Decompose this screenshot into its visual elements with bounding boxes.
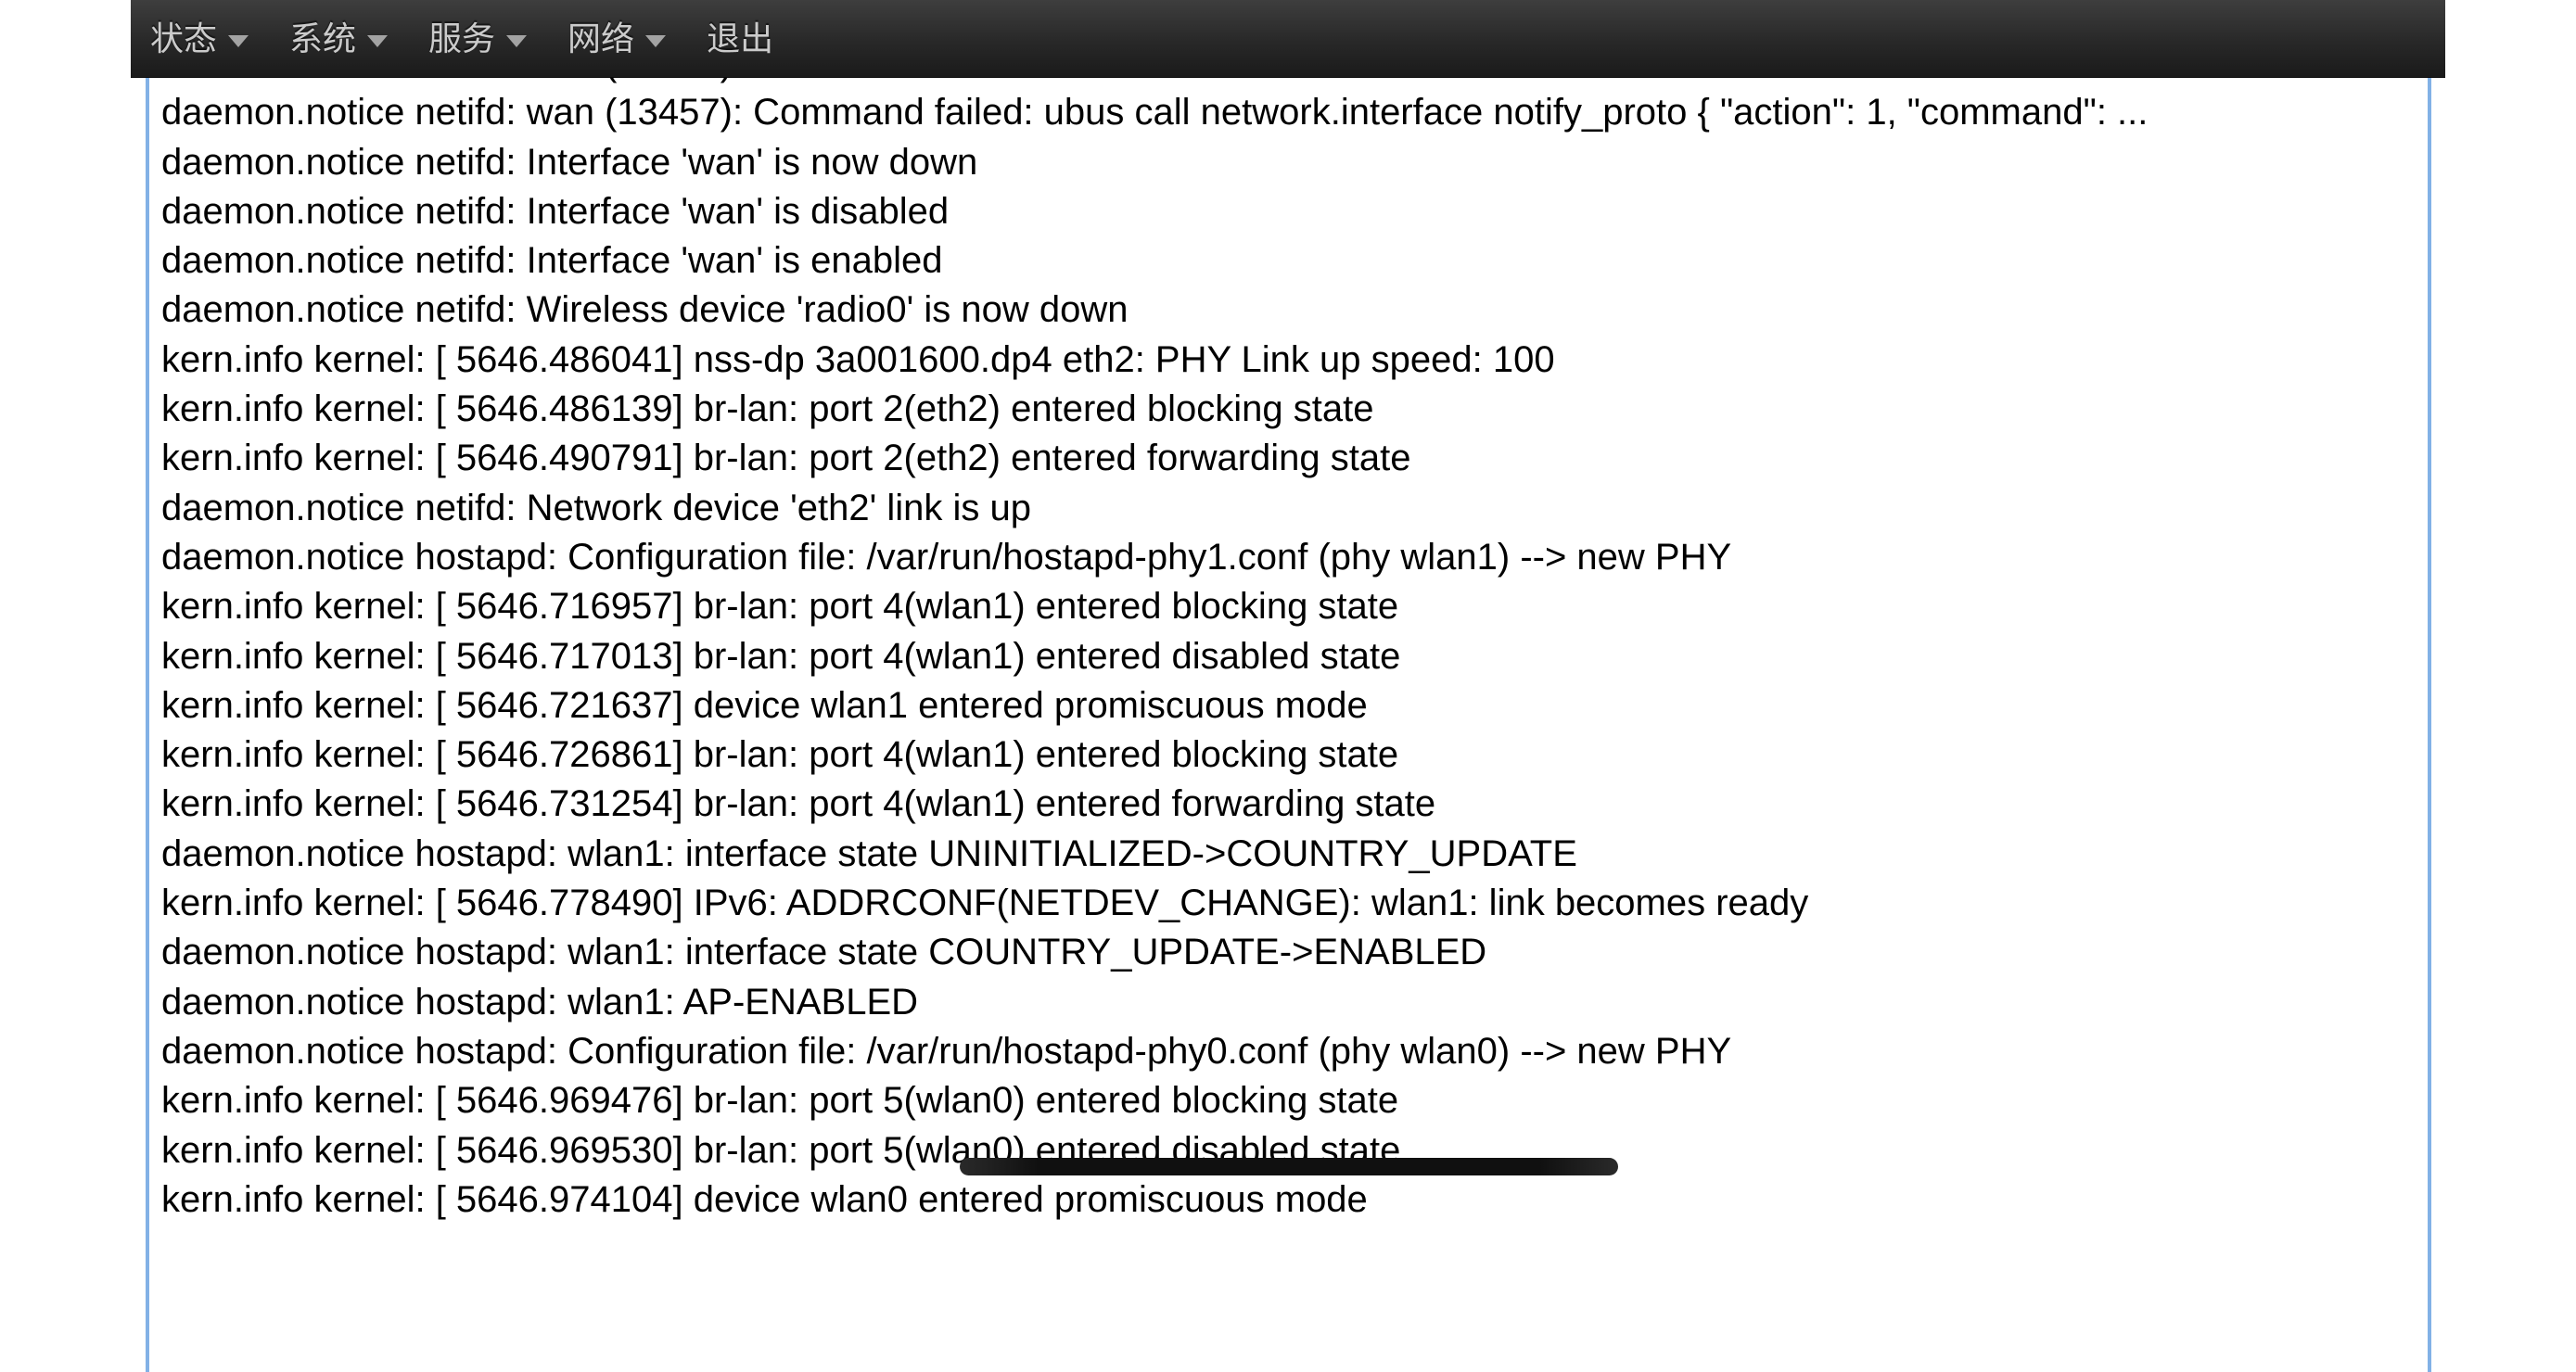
log-line: kern.info kernel: [ 5646.726861] br-lan:…: [161, 734, 1399, 776]
log-line: daemon.notice netifd: Wireless device 'r…: [161, 289, 1129, 331]
nav-item-label: 网络: [567, 19, 635, 57]
nav-item-system[interactable]: 系统: [289, 0, 389, 78]
nav-item-services[interactable]: 服务: [428, 0, 528, 78]
log-line: kern.info kernel: [ 5646.721637] device …: [161, 684, 1368, 726]
nav-item-label: 状态: [150, 19, 218, 57]
log-line: daemon.notice netifd: Interface 'wan' is…: [161, 141, 978, 183]
log-line: kern.info kernel: [ 5646.486041] nss-dp …: [161, 338, 1555, 380]
log-line: daemon.notice netifd: Network device 'et…: [161, 487, 1032, 528]
chevron-down-icon: [506, 35, 528, 47]
log-line: kern.info kernel: [ 5646.731254] br-lan:…: [161, 783, 1436, 825]
nav-item-label: 退出: [707, 19, 774, 57]
log-line: daemon.notice hostapd: Configuration fil…: [161, 536, 1732, 578]
log-line: daemon.notice netifd: Interface 'wan' is…: [161, 190, 950, 232]
log-line: daemon.notice netifd: wan (13457): Comma…: [161, 92, 2149, 133]
chevron-down-icon: [367, 35, 389, 47]
log-line: daemon.notice hostapd: wlan1: AP-ENABLED: [161, 981, 919, 1023]
log-line: daemon.notice hostapd: wlan1: interface …: [161, 932, 1487, 973]
nav-item-status[interactable]: 状态: [150, 0, 249, 78]
log-line: kern.info kernel: [ 5646.717013] br-lan:…: [161, 635, 1401, 677]
system-log-lines: daemon.notice netifd: wan (13457): Comma…: [161, 39, 2428, 1225]
nav-item-label: 服务: [428, 19, 496, 57]
navbar-items: 状态 系统 服务 网络 退出: [150, 0, 814, 78]
log-line: daemon.notice hostapd: Configuration fil…: [161, 1030, 1732, 1072]
system-log-textarea[interactable]: daemon.notice netifd: wan (13457): Comma…: [146, 0, 2431, 1372]
nav-item-network[interactable]: 网络: [567, 0, 667, 78]
log-line: kern.info kernel: [ 5646.778490] IPv6: A…: [161, 883, 1809, 924]
nav-item-label: 系统: [289, 19, 357, 57]
log-line: daemon.notice hostapd: wlan1: interface …: [161, 832, 1577, 874]
log-line: kern.info kernel: [ 5646.969476] br-lan:…: [161, 1080, 1399, 1122]
chevron-down-icon: [645, 35, 667, 47]
chevron-down-icon: [228, 35, 249, 47]
log-line: kern.info kernel: [ 5646.490791] br-lan:…: [161, 438, 1411, 479]
log-line: kern.info kernel: [ 5646.974104] device …: [161, 1178, 1368, 1220]
log-line: kern.info kernel: [ 5646.486139] br-lan:…: [161, 388, 1374, 430]
log-line: kern.info kernel: [ 5646.716957] br-lan:…: [161, 586, 1399, 628]
log-line: daemon.notice netifd: Interface 'wan' is…: [161, 240, 943, 282]
nav-item-logout[interactable]: 退出: [707, 0, 773, 78]
scroll-indicator-bar[interactable]: [960, 1158, 1618, 1175]
top-navbar: 状态 系统 服务 网络 退出: [131, 0, 2445, 78]
